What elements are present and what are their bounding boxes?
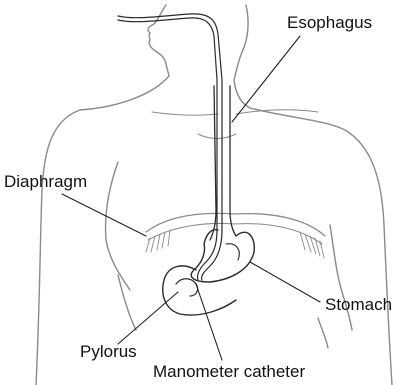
manometer-catheter: [118, 14, 222, 280]
body-outline: [36, 5, 392, 385]
collarbone-left: [152, 112, 218, 115]
duodenum: [163, 266, 236, 315]
label-stomach: Stomach: [325, 295, 392, 315]
leader-lines: [62, 36, 320, 360]
stomach-inner-curve: [226, 244, 239, 260]
catheter-line-outer: [118, 14, 222, 280]
label-diaphragm: Diaphragm: [4, 172, 87, 192]
pelvis-left: [118, 275, 136, 330]
label-pylorus: Pylorus: [80, 342, 137, 362]
diaphragm-dome-upper: [146, 213, 325, 236]
leader-diaphragm: [62, 194, 146, 236]
stomach-outer: [191, 230, 254, 282]
stomach: [163, 230, 255, 315]
pelvis-right: [318, 318, 328, 348]
pylorus-loop: [176, 279, 198, 296]
leader-manometer: [196, 284, 222, 360]
leader-pylorus: [118, 292, 178, 344]
hatch-right-1: [300, 232, 305, 250]
esophagus-wall-left: [210, 86, 216, 240]
leader-stomach: [250, 262, 320, 302]
hatch-left-3: [157, 234, 160, 250]
esophagus-tube: [210, 86, 236, 240]
catheter-line-inner: [118, 18, 217, 280]
diaphragm-hatch-right: [300, 232, 324, 258]
hatch-left-4: [162, 232, 165, 248]
leader-esophagus: [232, 36, 300, 122]
hatch-left-5: [168, 230, 170, 246]
back-of-head: [234, 5, 250, 108]
diaphragm-hatch-left: [146, 230, 170, 252]
label-esophagus: Esophagus: [287, 13, 372, 33]
label-manometer-catheter: Manometer catheter: [153, 362, 305, 382]
